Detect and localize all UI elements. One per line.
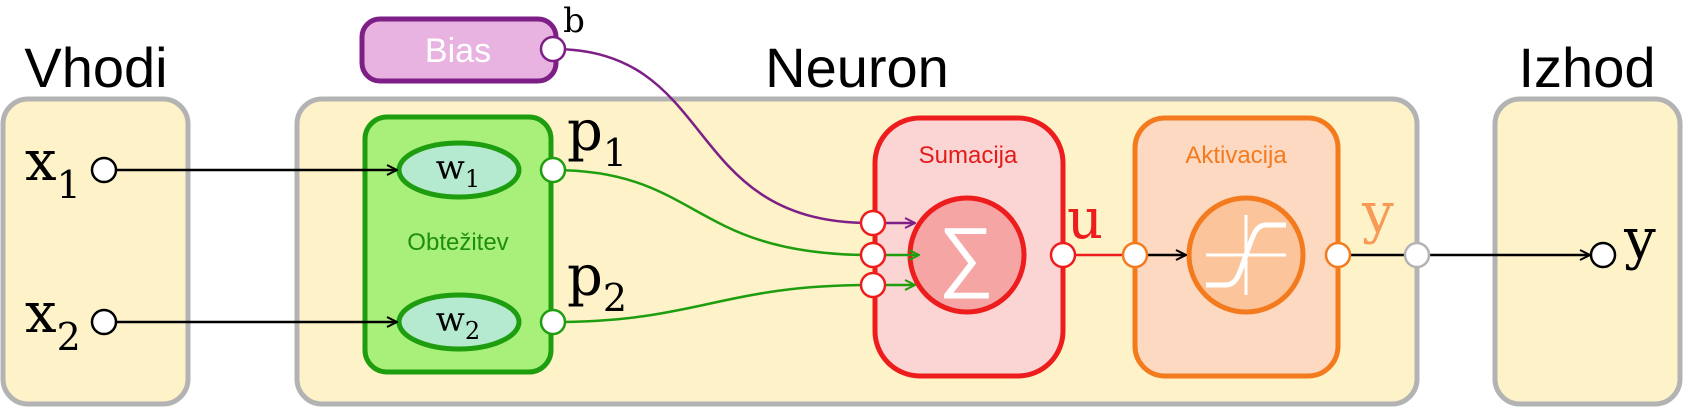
weight-2-label: w2 (436, 300, 480, 345)
output-title: Izhod (1519, 36, 1656, 99)
input-1-base: x (25, 129, 57, 194)
input-2-label: x2 (25, 281, 81, 359)
port-output (1589, 241, 1617, 269)
product-2-base: p (567, 244, 603, 309)
sigmoid-icon (1206, 215, 1286, 295)
edge-bias-sum (552, 47, 915, 223)
weight-node-2 (396, 292, 522, 352)
port-sum-in-1 (859, 241, 887, 269)
weight-1-label: w1 (436, 148, 480, 193)
port-sum-in-2 (859, 271, 887, 299)
port-act-out (1324, 241, 1352, 269)
input-2-base: x (25, 281, 57, 346)
weight-1-sub: 1 (465, 165, 480, 193)
edge-p2-sum (552, 285, 915, 324)
product-1-base: p (567, 99, 603, 164)
summation-label: Sumacija (919, 142, 1018, 169)
product-2-sub: 2 (603, 276, 627, 320)
product-1-sub: 1 (603, 131, 627, 175)
port-bias-out (539, 35, 567, 63)
input-2-sub: 2 (57, 315, 81, 359)
weight-2-sub: 2 (465, 317, 480, 345)
port-sum-out (1049, 241, 1077, 269)
summation-symbol: ∑ (938, 211, 994, 299)
weighting-label: Obtežitev (407, 229, 508, 256)
inputs-box (0, 96, 191, 407)
port-p2 (539, 308, 567, 336)
port-neuron-out (1403, 241, 1431, 269)
bias-symbol: b (563, 1, 585, 41)
weight-node-1 (396, 140, 522, 200)
weight-1-base: w (436, 148, 465, 188)
port-x2 (90, 308, 118, 336)
port-act-in (1121, 241, 1149, 269)
input-1-sub: 1 (57, 163, 81, 207)
port-sum-in-bias (859, 209, 887, 237)
input-1-label: x1 (25, 129, 81, 207)
port-p1 (539, 156, 567, 184)
activation-label: Aktivacija (1185, 142, 1287, 169)
inputs-title: Vhodi (24, 36, 167, 99)
activation-output-label: y (1361, 181, 1394, 246)
product-2-label: p2 (567, 244, 627, 320)
sum-output-label: u (1067, 187, 1103, 252)
port-x1 (90, 156, 118, 184)
weight-2-base: w (436, 300, 465, 340)
bias-label: Bias (425, 32, 491, 70)
output-label: y (1623, 207, 1656, 272)
edge-p1-sum (552, 168, 919, 255)
product-1-label: p1 (567, 99, 627, 175)
neuron-title: Neuron (765, 36, 949, 99)
